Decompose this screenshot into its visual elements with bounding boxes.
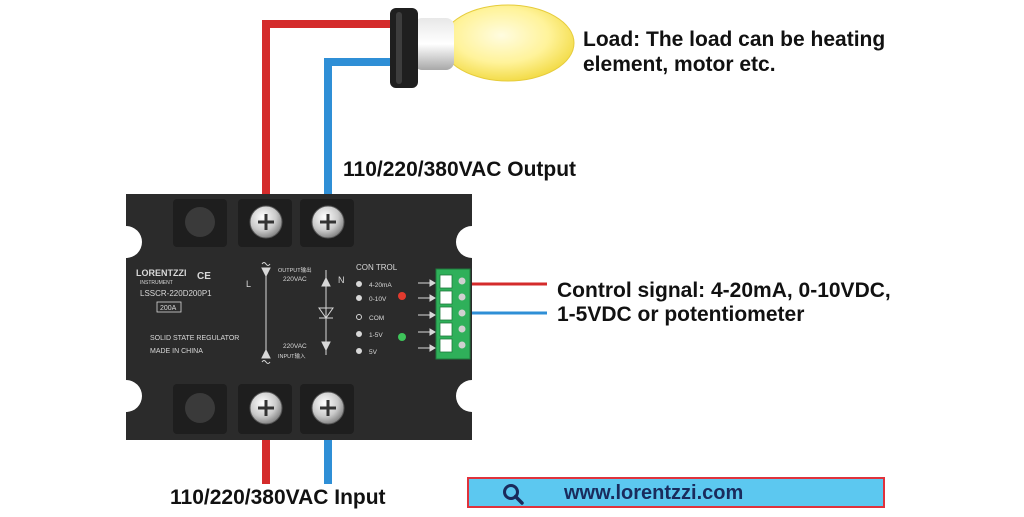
ssr-module: [126, 194, 472, 440]
website-bar[interactable]: www.lorentzzi.com: [467, 477, 885, 508]
load-wire-red: [262, 20, 398, 205]
control-item-4: 1-5V: [369, 332, 383, 339]
load-label-line-1: Load: The load can be heating: [583, 28, 886, 51]
terminal-N-label: N: [338, 275, 345, 285]
output-voltage: 220VAC: [283, 276, 307, 283]
load-wire-blue: [324, 58, 398, 205]
led-red-indicator: [398, 292, 406, 300]
circuit-graphic: [261, 262, 362, 364]
screw-bottom-L: [249, 391, 283, 425]
control-item-2: 0-10V: [369, 296, 387, 303]
module-brand: LORENTZZI: [136, 268, 187, 278]
module-model: LSSCR-220D200P1: [140, 289, 212, 298]
input-label-text: 110/220/380VAC Input: [170, 486, 386, 509]
search-icon: [503, 484, 524, 505]
control-item-1: 4-20mA: [369, 282, 392, 289]
control-label-line-1: Control signal: 4-20mA, 0-10VDC,: [557, 279, 891, 302]
screw-bottom-N: [311, 391, 345, 425]
control-terminal-block: [435, 268, 471, 360]
website-url[interactable]: www.lorentzzi.com: [564, 482, 744, 504]
led-green-indicator: [398, 333, 406, 341]
input-voltage: 220VAC: [283, 343, 307, 350]
control-item-5: 5V: [369, 349, 378, 356]
module-desc-1: SOLID STATE REGULATOR: [150, 335, 239, 342]
load-label-line-2: element, motor etc.: [583, 53, 776, 76]
output-label: OUTPUT输出: [278, 266, 312, 274]
control-title: CON TROL: [356, 263, 398, 272]
control-label-line-2: 1-5VDC or potentiometer: [557, 303, 805, 326]
screw-top-L: [249, 205, 283, 239]
input-label: INPUT输入: [278, 352, 306, 360]
control-arrows: [418, 279, 436, 352]
module-desc-2: MADE IN CHINA: [150, 348, 203, 355]
ce-mark: CE: [197, 271, 211, 282]
module-brand-sub: INSTRUMENT: [140, 280, 173, 286]
screw-top-N: [311, 205, 345, 239]
control-item-3: COM: [369, 315, 384, 322]
output-label-text: 110/220/380VAC Output: [343, 158, 577, 181]
terminal-L-label: L: [246, 279, 251, 289]
module-rating: 200A: [160, 305, 177, 312]
lamp-load: [390, 4, 575, 88]
